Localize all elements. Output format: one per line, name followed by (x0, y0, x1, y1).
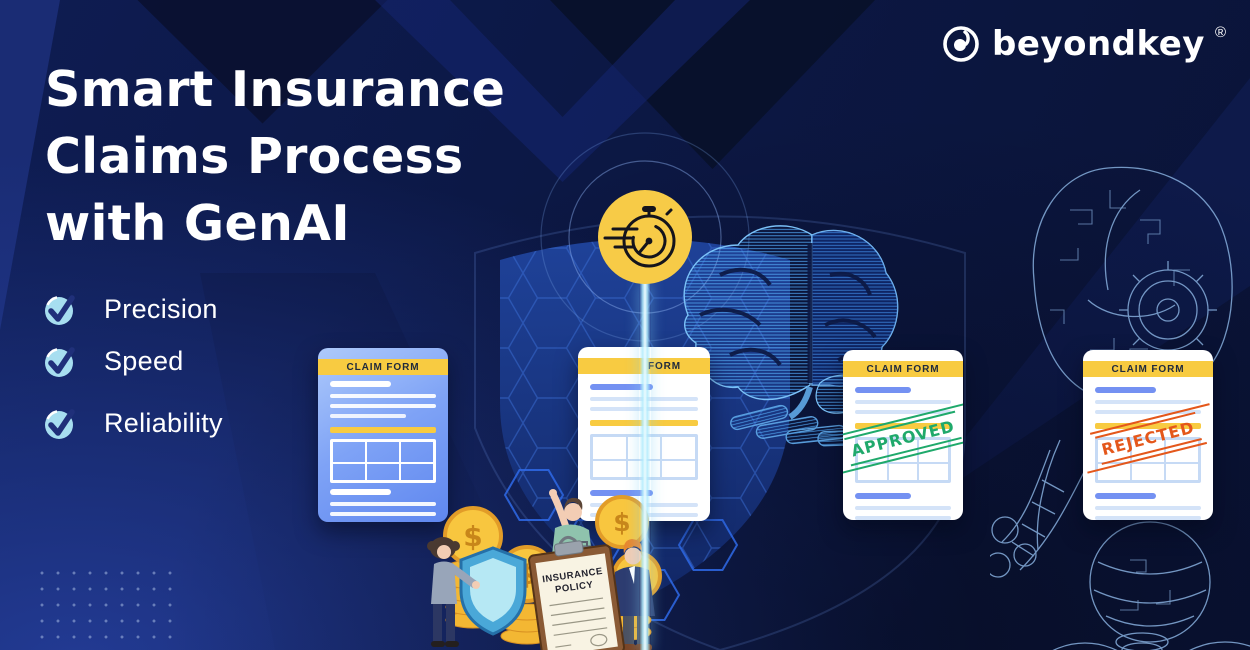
check-circle-icon (45, 347, 75, 377)
check-circle-icon (45, 409, 75, 439)
claim-form-card-approved: CLAIM FORM APPROVED (843, 350, 963, 520)
text-line (1095, 516, 1201, 520)
text-line (855, 516, 951, 520)
check-circle-icon (45, 295, 75, 325)
text-line (330, 381, 392, 387)
claim-form-header: CLAIM FORM (843, 361, 963, 377)
claim-form-card-rejected: CLAIM FORM REJECTED (1083, 350, 1213, 520)
text-line (855, 506, 951, 510)
registered-mark: ® (1214, 24, 1226, 41)
title-line-3: with GenAI (45, 195, 350, 252)
claim-form-header: CLAIM FORM (1083, 361, 1213, 377)
page-title: Smart Insurance Claims Process with GenA… (45, 56, 505, 257)
text-line (1095, 493, 1157, 499)
text-line (1095, 506, 1201, 510)
text-line (1095, 387, 1157, 393)
text-line (330, 394, 436, 398)
feature-reliability: Reliability (42, 404, 223, 442)
feature-label: Speed (104, 345, 184, 376)
dot-grid-pattern (34, 565, 176, 645)
text-line (855, 400, 951, 404)
svg-text:$: $ (613, 508, 630, 537)
feature-precision: Precision (42, 290, 218, 328)
title-line-2: Claims Process (45, 128, 464, 185)
text-line (1095, 400, 1201, 404)
feature-label: Reliability (104, 407, 223, 438)
svg-text:$: $ (463, 520, 482, 553)
brand-name: beyondkey (992, 24, 1205, 64)
text-line (855, 387, 911, 393)
brand-logo: beyondkey ® (940, 22, 1226, 66)
scan-beam (639, 282, 651, 650)
stopwatch-badge (598, 190, 692, 284)
feature-label: Precision (104, 293, 218, 324)
divider-line (330, 427, 436, 433)
text-line (330, 404, 436, 408)
claim-form-header: CLAIM FORM (318, 359, 448, 375)
feature-speed: Speed (42, 342, 184, 380)
text-line (330, 489, 392, 495)
text-line (330, 414, 407, 418)
beyondkey-logo-icon (943, 26, 979, 62)
text-line (855, 493, 911, 499)
title-line-1: Smart Insurance (45, 61, 506, 118)
